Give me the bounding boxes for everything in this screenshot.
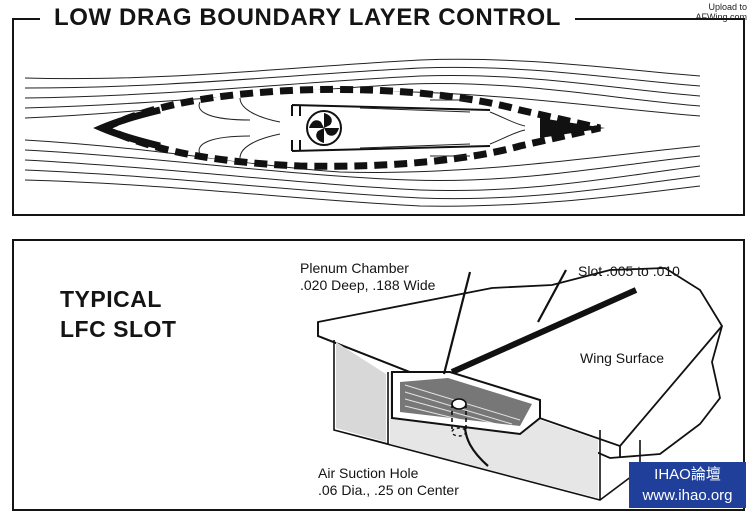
- leading-edge: [93, 106, 161, 150]
- structure-shading-left: [336, 342, 386, 442]
- plenum-label-line2: .020 Deep, .188 Wide: [300, 277, 436, 293]
- suction-label-line2: .06 Dia., .25 on Center: [318, 482, 459, 498]
- suction-flow-arrows: [198, 97, 526, 159]
- streamlines-lower: [24, 139, 701, 207]
- wing-surface-label: Wing Surface: [580, 350, 665, 366]
- suction-pump-fan: [306, 110, 342, 146]
- watermark-line1: IHAO論壇: [654, 466, 721, 483]
- suction-hole-leader-line: [463, 427, 489, 467]
- air-suction-hole: [451, 398, 467, 437]
- wing-outer-skin: [97, 85, 601, 170]
- air-suction-hole-label: Air Suction Hole .06 Dia., .25 on Center: [318, 465, 459, 499]
- lfc-slot-heading: TYPICAL LFC SLOT: [60, 284, 176, 344]
- slot-width-label: Slot .005 to .010: [578, 263, 680, 279]
- heading-line2: LFC SLOT: [60, 316, 177, 342]
- wing-surface-edge: [619, 325, 723, 447]
- plenum-chamber-label: Plenum Chamber .020 Deep, .188 Wide: [300, 260, 435, 294]
- suction-label-line1: Air Suction Hole: [318, 465, 419, 481]
- heading-line1: TYPICAL: [60, 286, 162, 312]
- trailing-edge: [540, 118, 605, 138]
- plenum-label-line1: Plenum Chamber: [300, 260, 409, 276]
- slot-leader-line: [537, 269, 567, 323]
- upload-note-line2: AFWing.com: [695, 12, 747, 22]
- upload-note-line1: Upload to: [708, 2, 747, 12]
- watermark-line2: www.ihao.org: [642, 487, 733, 504]
- upload-note: Upload to AFWing.com: [695, 2, 747, 22]
- lfc-slot: [450, 287, 638, 375]
- watermark-badge: IHAO論壇 www.ihao.org: [629, 462, 746, 508]
- plenum-leader-line: [442, 271, 472, 375]
- lfc-slot-panel: [12, 239, 745, 511]
- diagram-title: LOW DRAG BOUNDARY LAYER CONTROL: [40, 4, 576, 32]
- inner-duct: [291, 104, 491, 152]
- wing-structure-block: [333, 340, 641, 501]
